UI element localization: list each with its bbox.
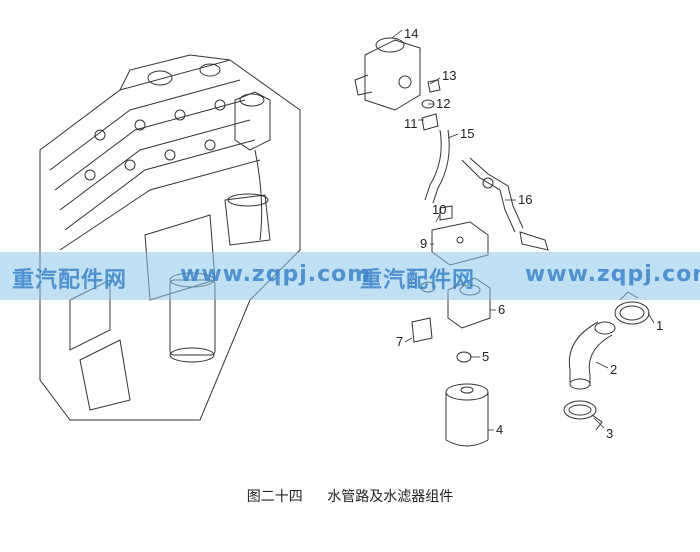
callout-7: 7	[396, 334, 403, 349]
watermark-text-3: 重汽配件网	[360, 268, 476, 293]
watermark-band	[0, 252, 700, 300]
part-5-washer	[456, 351, 472, 363]
callout-14: 14	[404, 26, 418, 41]
callout-12: 12	[436, 96, 450, 111]
callout-5: 5	[482, 349, 489, 364]
watermark-text-1: 重汽配件网	[12, 268, 128, 293]
leader-lines	[391, 29, 655, 431]
callout-6: 6	[498, 302, 505, 317]
callout-16: 16	[518, 192, 532, 207]
part-7-fitting	[411, 317, 433, 343]
callout-11: 11	[404, 116, 418, 131]
part-3-clamp	[563, 400, 603, 431]
callout-numbers: 14 13 12 11 15 16 10 9 8 6 7 5 4 1 2 3	[396, 26, 663, 441]
callout-3: 3	[606, 426, 613, 441]
part-14-thermostat-housing	[354, 37, 421, 111]
part-15-hose	[424, 129, 450, 204]
figure-caption: 图二十四 水管路及水滤器组件	[0, 486, 700, 506]
callout-15: 15	[460, 126, 474, 141]
engine-block-drawing	[39, 54, 301, 421]
callout-2: 2	[610, 362, 617, 377]
part-16-hose	[461, 157, 549, 251]
part-4-filter-cartridge	[445, 383, 489, 447]
caption-number: 图二十四	[246, 489, 303, 505]
callout-4: 4	[496, 422, 503, 437]
part-2-elbow-hose	[568, 321, 616, 390]
watermark-text-4: www.zqpj.com	[525, 262, 700, 287]
part-11-fitting	[421, 113, 439, 131]
callout-10: 10	[432, 202, 446, 217]
part-10-bolt	[439, 205, 453, 221]
caption-title: 水管路及水滤器组件	[327, 489, 454, 505]
callout-13: 13	[442, 68, 456, 83]
part-13-bolt	[427, 79, 441, 93]
callout-9: 9	[420, 236, 427, 251]
watermark-text-2: www.zqpj.com	[180, 262, 372, 287]
callout-1: 1	[656, 318, 663, 333]
